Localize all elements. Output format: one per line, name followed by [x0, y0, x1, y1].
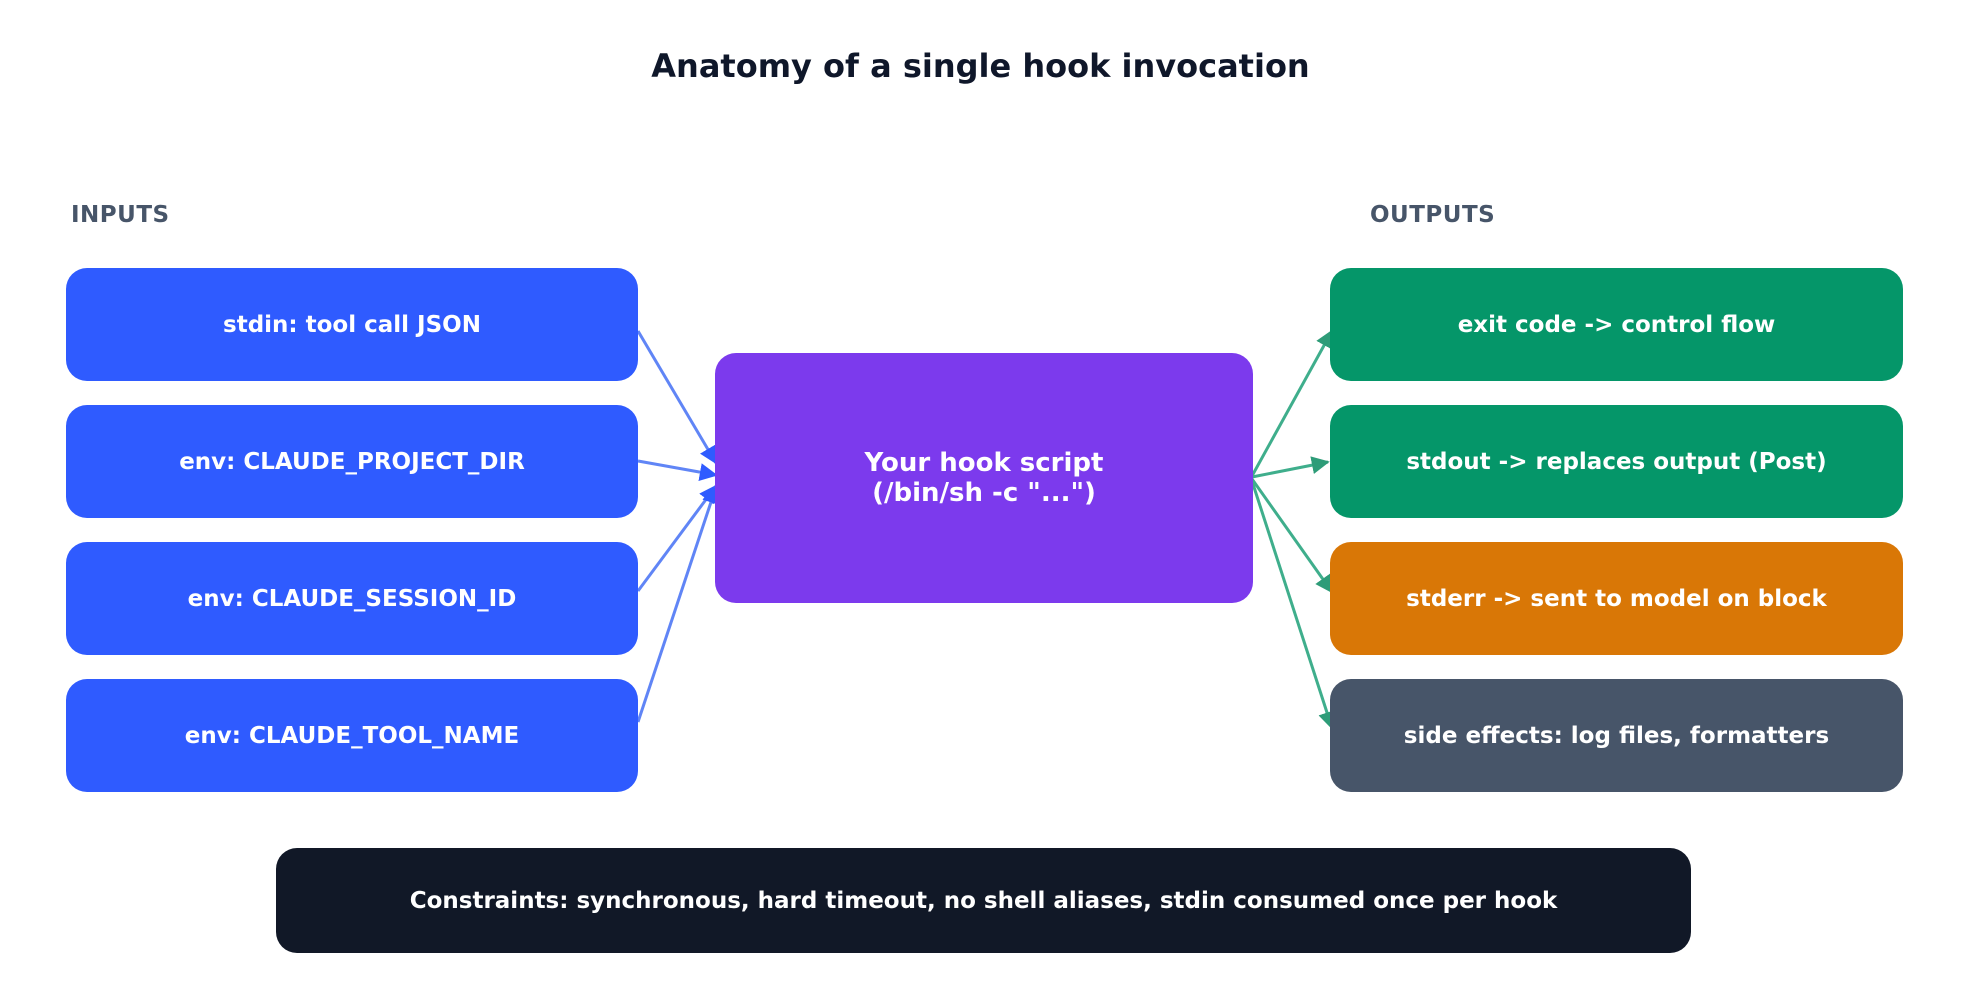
- hook-script-title: Your hook script: [864, 448, 1104, 478]
- constraints-text: Constraints: synchronous, hard timeout, …: [409, 887, 1558, 914]
- output-box-stderr: stderr -> sent to model on block: [1330, 542, 1903, 655]
- input-box-label: env: CLAUDE_SESSION_ID: [187, 585, 517, 612]
- input-arrow-4: [636, 485, 720, 723]
- input-box-stdin: stdin: tool call JSON: [66, 268, 638, 381]
- output-box-side-effects: side effects: log files, formatters: [1330, 679, 1903, 792]
- output-box-label: side effects: log files, formatters: [1403, 722, 1830, 749]
- input-box-project-dir: env: CLAUDE_PROJECT_DIR: [66, 405, 638, 518]
- output-box-stdout: stdout -> replaces output (Post): [1330, 405, 1903, 518]
- hook-script-box: Your hook script (/bin/sh -c "..."): [715, 353, 1253, 603]
- input-box-tool-name: env: CLAUDE_TOOL_NAME: [66, 679, 638, 792]
- output-arrow-2: [1251, 456, 1330, 479]
- output-arrow-1: [1250, 329, 1334, 477]
- diagram-title: Anatomy of a single hook invocation: [651, 47, 1310, 85]
- input-arrow-3: [636, 484, 718, 592]
- input-box-label: env: CLAUDE_PROJECT_DIR: [179, 448, 525, 475]
- constraints-box: Constraints: synchronous, hard timeout, …: [276, 848, 1691, 953]
- hook-script-command: (/bin/sh -c "..."): [872, 478, 1096, 508]
- input-box-label: stdin: tool call JSON: [223, 311, 481, 338]
- output-arrow-3: [1250, 478, 1334, 594]
- outputs-label: OUTPUTS: [1370, 202, 1496, 228]
- output-box-label: exit code -> control flow: [1457, 311, 1776, 338]
- input-box-session-id: env: CLAUDE_SESSION_ID: [66, 542, 638, 655]
- output-box-label: stderr -> sent to model on block: [1406, 585, 1827, 612]
- inputs-label: INPUTS: [71, 202, 170, 228]
- input-box-label: env: CLAUDE_TOOL_NAME: [184, 722, 520, 749]
- input-arrow-1: [636, 330, 718, 465]
- output-box-label: stdout -> replaces output (Post): [1406, 448, 1827, 475]
- output-box-exit-code: exit code -> control flow: [1330, 268, 1903, 381]
- output-arrow-4: [1250, 480, 1336, 730]
- input-arrow-2: [637, 459, 718, 481]
